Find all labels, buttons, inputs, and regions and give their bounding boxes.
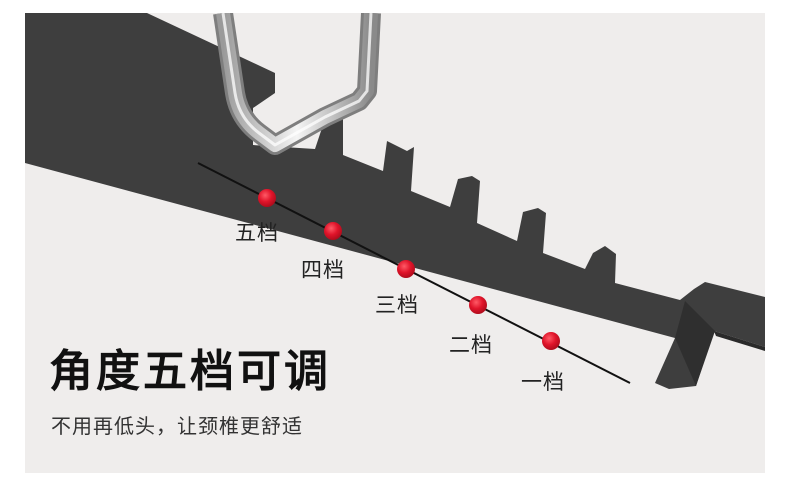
gear-5-marker xyxy=(258,189,276,207)
gear-5-label: 五档 xyxy=(235,221,279,245)
toothed-rack xyxy=(25,13,765,389)
gear-2-marker xyxy=(469,296,487,314)
gear-1-marker xyxy=(542,332,560,350)
angle-rack-illustration xyxy=(25,13,765,389)
gear-2-label: 二档 xyxy=(449,333,493,357)
gear-3-label: 三档 xyxy=(375,293,419,317)
product-scene: 五档 四档 三档 二档 一档 角度五档可调 不用再低头，让颈椎更舒适 xyxy=(25,13,765,473)
gear-1-label: 一档 xyxy=(521,370,565,394)
subline: 不用再低头，让颈椎更舒适 xyxy=(51,414,303,438)
gear-4-marker xyxy=(324,222,342,240)
gear-4-label: 四档 xyxy=(301,258,345,282)
rack-end-shadow xyxy=(714,331,765,351)
headline: 角度五档可调 xyxy=(49,346,331,397)
gear-3-marker xyxy=(397,260,415,278)
rack-bevel xyxy=(675,301,715,386)
